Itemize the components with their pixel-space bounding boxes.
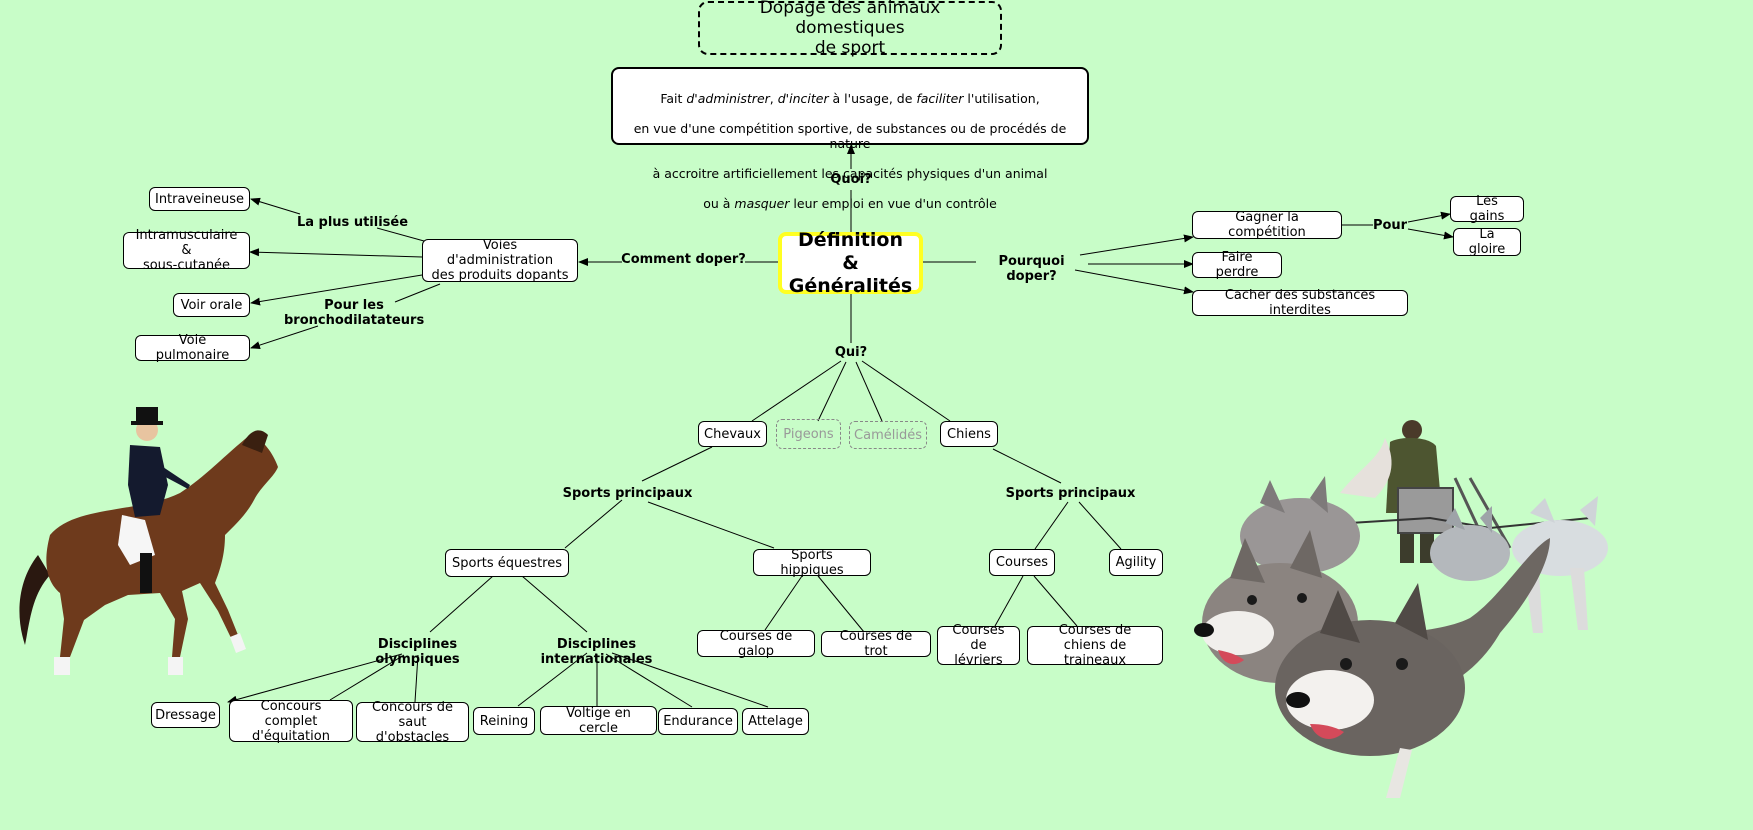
edge bbox=[611, 652, 769, 708]
node-courses-levriers[interactable]: Courses de lévriers bbox=[937, 623, 1020, 668]
node-voies-administration[interactable]: Voies d'administration des produits dopa… bbox=[422, 238, 578, 283]
node-courses[interactable]: Courses bbox=[989, 549, 1055, 576]
definition-line-3: à accroitre artificiellement les capacit… bbox=[652, 166, 1048, 181]
edge bbox=[376, 227, 425, 242]
node-cacher-substances[interactable]: Cacher des substances interdites bbox=[1192, 288, 1408, 318]
edge bbox=[605, 653, 693, 708]
edge bbox=[994, 575, 1024, 627]
edge bbox=[250, 197, 301, 215]
node-agility[interactable]: Agility bbox=[1109, 549, 1163, 576]
node-voir-orale[interactable]: Voir orale bbox=[173, 293, 250, 317]
node-endurance[interactable]: Endurance bbox=[658, 708, 738, 735]
label-disciplines-internationales: Disciplines internationales bbox=[540, 637, 653, 667]
edge bbox=[1034, 501, 1069, 550]
edge bbox=[414, 654, 419, 703]
edge bbox=[641, 446, 713, 482]
edge bbox=[1407, 228, 1454, 240]
label-comment-doper: Comment doper? bbox=[621, 252, 746, 267]
node-sports-hippiques[interactable]: Sports hippiques bbox=[753, 548, 871, 578]
edge bbox=[855, 361, 883, 422]
node-sports-equestres[interactable]: Sports équestres bbox=[445, 549, 569, 577]
edge bbox=[1078, 501, 1122, 550]
node-concours-complet[interactable]: Concours complet d'équitation bbox=[229, 699, 353, 744]
edge bbox=[764, 575, 803, 631]
edge bbox=[394, 283, 441, 303]
node-dressage[interactable]: Dressage bbox=[151, 702, 220, 728]
edge bbox=[817, 575, 865, 633]
node-la-gloire[interactable]: La gloire bbox=[1453, 227, 1521, 257]
label-quoi: Quoi? bbox=[830, 172, 872, 187]
label-plus-utilisee: La plus utilisée bbox=[296, 215, 409, 230]
node-gagner-competition[interactable]: Gagner la compétition bbox=[1192, 210, 1342, 240]
node-voie-pulmonaire[interactable]: Voie pulmonaire bbox=[135, 333, 250, 363]
edge bbox=[1407, 211, 1451, 223]
edge bbox=[227, 653, 403, 704]
edge bbox=[329, 654, 405, 701]
edge bbox=[992, 448, 1062, 484]
label-sports-principaux-chiens: Sports principaux bbox=[1005, 486, 1136, 501]
node-voltige-cercle[interactable]: Voltige en cercle bbox=[540, 706, 657, 736]
edge bbox=[647, 501, 775, 549]
node-courses-galop[interactable]: Courses de galop bbox=[697, 629, 815, 659]
node-concours-saut[interactable]: Concours de saut d'obstacles bbox=[356, 700, 469, 745]
node-les-gains[interactable]: Les gains bbox=[1450, 194, 1524, 224]
node-attelage[interactable]: Attelage bbox=[742, 708, 809, 735]
edge bbox=[521, 575, 588, 633]
node-chiens[interactable]: Chiens bbox=[940, 421, 998, 447]
label-pourquoi-doper: Pourquoi doper? bbox=[998, 254, 1065, 284]
horse-rider-image bbox=[19, 407, 278, 675]
label-sports-principaux-chevaux: Sports principaux bbox=[562, 486, 693, 501]
label-qui: Qui? bbox=[834, 345, 868, 360]
node-courses-trot[interactable]: Courses de trot bbox=[821, 629, 931, 659]
definition-line-2: en vue d'une compétition sportive, de su… bbox=[633, 121, 1067, 151]
edge bbox=[817, 361, 847, 422]
node-intraveineuse[interactable]: Intraveineuse bbox=[149, 187, 250, 211]
node-faire-perdre[interactable]: Faire perdre bbox=[1192, 250, 1282, 280]
node-intramusculaire[interactable]: Intramusculaire & sous-cutanée bbox=[123, 228, 250, 273]
sled-dogs-image bbox=[1194, 420, 1608, 798]
node-reining[interactable]: Reining bbox=[473, 707, 535, 735]
edge bbox=[517, 652, 588, 707]
edge bbox=[429, 575, 494, 633]
label-pour: Pour bbox=[1372, 218, 1408, 233]
definition-line-1: Fait d'administrer, d'inciter à l'usage,… bbox=[660, 91, 1040, 106]
edge bbox=[861, 360, 951, 422]
edge bbox=[1079, 234, 1194, 256]
edge bbox=[250, 325, 319, 349]
definition-box: Fait d'administrer, d'inciter à l'usage,… bbox=[611, 67, 1089, 211]
node-camelides[interactable]: Camélidés bbox=[849, 421, 927, 449]
node-pigeons[interactable]: Pigeons bbox=[776, 419, 841, 449]
edge bbox=[564, 499, 623, 549]
definition-line-4: ou à masquer leur emploi en vue d'un con… bbox=[703, 196, 997, 211]
central-topic[interactable]: Définition & Généralités bbox=[778, 229, 923, 297]
map-title: Dopage des animaux domestiques de sport bbox=[698, 0, 1002, 58]
edge bbox=[1074, 269, 1194, 295]
edge bbox=[249, 248, 423, 258]
edge bbox=[1033, 575, 1078, 627]
label-disciplines-olympiques: Disciplines olympiques bbox=[375, 637, 460, 667]
edge bbox=[250, 274, 423, 306]
node-chevaux[interactable]: Chevaux bbox=[698, 421, 767, 447]
edge bbox=[751, 360, 842, 422]
label-pour-bronchodilatateurs: Pour les bronchodilatateurs bbox=[284, 298, 425, 328]
node-courses-traineaux[interactable]: Courses de chiens de traineaux bbox=[1027, 623, 1163, 668]
